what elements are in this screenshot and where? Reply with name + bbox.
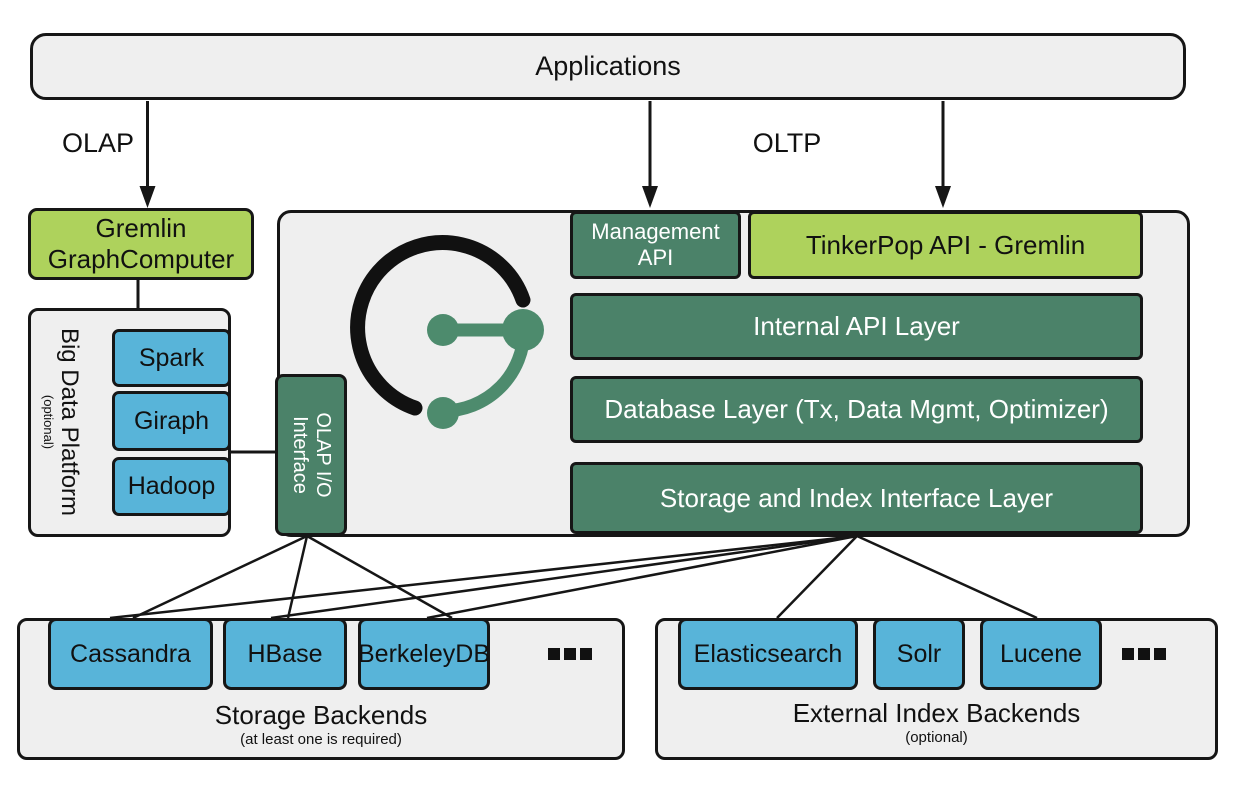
edge-storage-berkeleydb [426,534,858,620]
ellipsis-squares-icon [1120,647,1168,665]
arrow-down-icon [139,186,156,208]
storage-index-layer-box: Storage and Index Interface Layer [570,462,1143,534]
oltp-flow-label: OLTP [752,128,822,158]
olap-io-interface-box [275,374,347,536]
big-data-platform-note: (optional) [41,394,56,450]
janusgraph-logo-icon [350,235,544,429]
elasticsearch-box: Elasticsearch [678,618,858,690]
index-backends-note: (optional) [905,729,968,746]
ellipsis-squares-icon [546,647,594,665]
database-layer-box: Database Layer (Tx, Data Mgmt, Optimizer… [570,376,1143,443]
gremlin-graphcomputer-box: Gremlin GraphComputer [28,208,254,280]
index-backends-title: External Index Backends [792,698,1081,728]
arrow-down-icon [642,186,658,208]
arrow-down-icon [935,186,951,208]
internal-api-layer-box: Internal API Layer [570,293,1143,360]
tinkerpop-api-box: TinkerPop API - Gremlin [748,211,1143,279]
storage-backends-title: Storage Backends [214,700,428,730]
applications-label: Applications [535,51,681,81]
cassandra-box: Cassandra [48,618,213,690]
edge-storage-lucene [856,534,1038,620]
edge-olapio-hbase [286,535,309,619]
gremlin-graphcomputer-line1: Gremlin [95,213,187,243]
edge-olapio-cassandra [132,534,308,620]
management-api-box: Management API [570,211,741,279]
hadoop-box: Hadoop [112,457,231,516]
spark-box: Spark [112,329,231,387]
lucene-box: Lucene [980,618,1102,690]
edge-storage-elasticsearch [776,535,858,619]
giraph-box: Giraph [112,391,231,451]
edge-storage-hbase [270,534,858,620]
hbase-box: HBase [223,618,347,690]
olap-flow-label: OLAP [61,128,135,158]
storage-backends-note: (at least one is required) [240,731,402,748]
solr-box: Solr [873,618,965,690]
applications-box: Applications [30,33,1186,100]
olap-io-interface-label: OLAP I/O Interface [289,412,334,498]
edge-olapio-berkeleydb [306,534,453,620]
gremlin-graphcomputer-line2: GraphComputer [47,244,235,274]
big-data-platform-label: Big Data Platform (optional) [41,327,83,517]
edge-storage-cassandra [109,534,858,620]
berkeleydb-box: BerkeleyDB [358,618,490,690]
